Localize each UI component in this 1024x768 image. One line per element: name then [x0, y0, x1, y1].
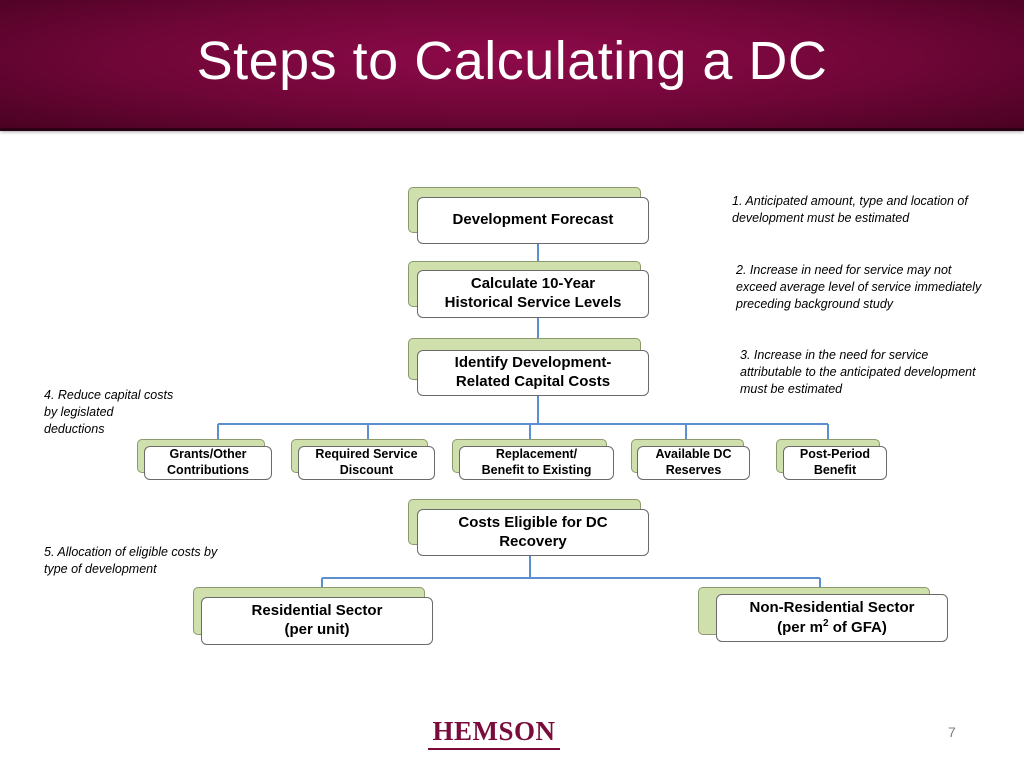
- node-label: Non-Residential Sector (per m2 of GFA): [716, 594, 948, 642]
- node-label: Development Forecast: [417, 197, 649, 244]
- node-label: Calculate 10-Year Historical Service Lev…: [417, 270, 649, 318]
- non-residential-prefix: (per m: [777, 618, 823, 636]
- node-label: Replacement/ Benefit to Existing: [459, 446, 614, 480]
- hemson-logo: HEMSON: [432, 716, 556, 746]
- non-residential-line2: (per m2 of GFA): [777, 618, 887, 638]
- note-3: 3. Increase in the need for service attr…: [740, 348, 976, 396]
- note-5: 5. Allocation of eligible costs by type …: [44, 545, 218, 576]
- node-label: Post-Period Benefit: [783, 446, 887, 480]
- title-banner-border: [0, 128, 1024, 131]
- non-residential-suffix: of GFA): [828, 618, 887, 636]
- note-1: 1. Anticipated amount, type and location…: [732, 194, 968, 225]
- node-label: Required Service Discount: [298, 446, 435, 480]
- slide-title: Steps to Calculating a DC: [196, 31, 828, 91]
- note-2: 2. Increase in need for service may not …: [736, 263, 982, 311]
- title-banner: [0, 0, 1024, 128]
- node-label: Available DC Reserves: [637, 446, 750, 480]
- page-number: 7: [948, 724, 956, 740]
- hemson-logo-underline: [428, 748, 560, 750]
- note-4: 4. Reduce capital costs by legislated de…: [44, 388, 174, 436]
- superscript-2: 2: [822, 617, 829, 629]
- node-label: Residential Sector (per unit): [201, 597, 433, 645]
- node-label: Grants/Other Contributions: [144, 446, 272, 480]
- node-label: Identify Development- Related Capital Co…: [417, 350, 649, 396]
- node-label: Costs Eligible for DC Recovery: [417, 509, 649, 556]
- non-residential-line1: Non-Residential Sector: [749, 598, 915, 616]
